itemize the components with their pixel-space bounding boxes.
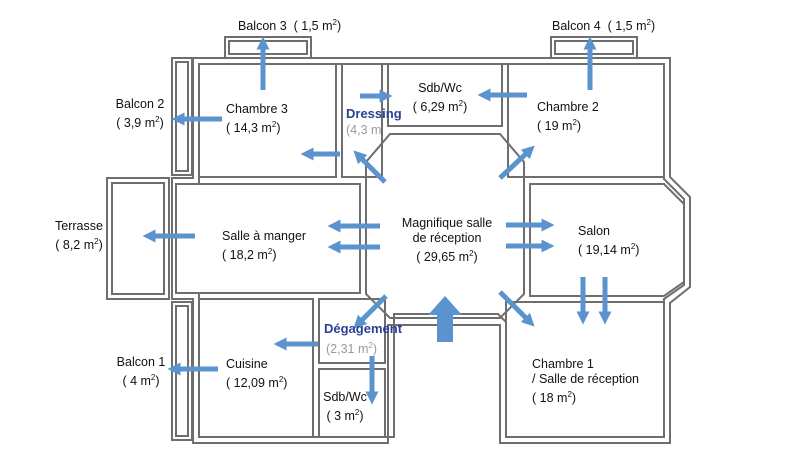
cuisine-label: Cuisine ( 12,09 m2) — [226, 357, 288, 390]
degagement-area: (2,31 m2) — [326, 341, 378, 356]
degagement-label: Dégagement — [324, 321, 403, 336]
dressing-room — [341, 63, 383, 178]
balcon1-label: Balcon 1 ( 4 m2) — [116, 355, 166, 388]
balcon3-label: Balcon 3 ( 1,5 m2) — [238, 18, 342, 33]
arrow — [353, 150, 387, 184]
dressing-label: Dressing — [346, 106, 402, 121]
chambre3-label: Chambre 3 ( 14,3 m2) — [226, 102, 288, 135]
arrow — [498, 290, 535, 327]
sdbwc-bottom-room — [318, 368, 386, 438]
reception-room — [365, 133, 525, 319]
sdbwc-bottom-label: Sdb/Wc ( 3 m2) — [323, 390, 367, 423]
entrance-arrow — [428, 296, 462, 342]
circulation-arrows — [142, 36, 612, 405]
balcon4-label: Balcon 4 ( 1,5 m2) — [552, 18, 656, 33]
sdbwc-top-label: Sdb/Wc ( 6,29 m2) — [412, 81, 468, 114]
salon-room — [529, 183, 685, 297]
chambre2-room — [507, 63, 665, 178]
reception-label: Magnifique salle de réception ( 29,65 m2… — [401, 216, 493, 264]
outer-wall — [171, 57, 691, 444]
arrow — [353, 294, 388, 329]
chambre2-label: Chambre 2 ( 19 m2) — [537, 100, 599, 133]
balcon2-label: Balcon 2 ( 3,9 m2) — [115, 97, 165, 130]
terrasse-label: Terrasse ( 8,2 m2) — [55, 219, 103, 252]
salle-a-manger-label: Salle à manger ( 18,2 m2) — [222, 229, 307, 262]
dressing-area: (4,3 m — [346, 123, 382, 137]
salon-label: Salon ( 19,14 m2) — [578, 224, 640, 257]
arrow — [498, 145, 535, 180]
degagement-room — [318, 298, 386, 364]
chambre1-label: Chambre 1 / Salle de réception ( 18 m2) — [532, 357, 640, 405]
